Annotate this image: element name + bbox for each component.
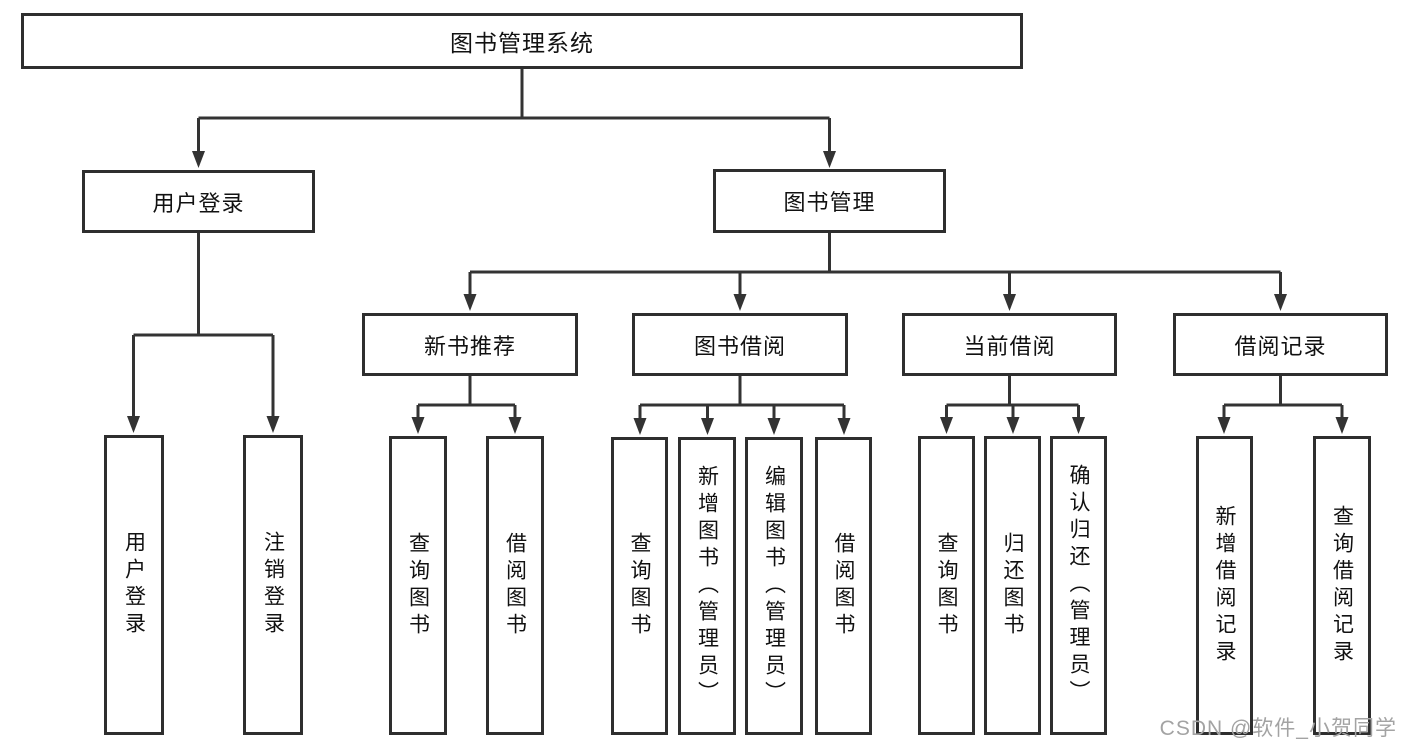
node-add-book-admin: 新增图书（管理员） bbox=[678, 437, 736, 735]
node-logout: 注销登录 bbox=[243, 435, 303, 735]
node-user-login: 用户登录 bbox=[82, 170, 315, 233]
node-borrow-records: 借阅记录 bbox=[1173, 313, 1388, 376]
node-user-login-leaf: 用户登录 bbox=[104, 435, 164, 735]
node-borrow-records-label: 借阅记录 bbox=[1234, 333, 1327, 359]
node-user-login-label: 用户登录 bbox=[152, 190, 245, 216]
node-root-label: 图书管理系统 bbox=[450, 30, 594, 56]
node-new-book-recommend-label: 新书推荐 bbox=[423, 333, 516, 359]
node-query-books-recommend: 查询图书 bbox=[389, 436, 447, 735]
node-confirm-return-admin: 确认归还（管理员） bbox=[1050, 436, 1107, 735]
node-book-mgmt-label: 图书管理 bbox=[783, 190, 876, 215]
node-borrow-books-leaf: 借阅图书 bbox=[815, 437, 872, 735]
node-add-borrow-record: 新增借阅记录 bbox=[1196, 436, 1253, 735]
node-root: 图书管理系统 bbox=[21, 13, 1023, 69]
csdn-watermark: CSDN @软件_小贺同学 bbox=[1159, 717, 1397, 740]
node-book-borrow: 图书借阅 bbox=[632, 313, 848, 376]
node-book-mgmt: 图书管理 bbox=[713, 169, 946, 233]
node-borrow-books-recommend: 借阅图书 bbox=[486, 436, 544, 735]
node-query-books-borrow: 查询图书 bbox=[611, 437, 668, 735]
node-current-borrow-label: 当前借阅 bbox=[963, 333, 1056, 359]
node-query-borrow-record: 查询借阅记录 bbox=[1313, 436, 1371, 735]
node-book-borrow-label: 图书借阅 bbox=[693, 333, 786, 359]
node-new-book-recommend: 新书推荐 bbox=[362, 313, 578, 376]
node-query-books-current: 查询图书 bbox=[918, 436, 975, 735]
node-edit-book-admin: 编辑图书（管理员） bbox=[745, 437, 803, 735]
node-return-book: 归还图书 bbox=[984, 436, 1041, 735]
node-current-borrow: 当前借阅 bbox=[902, 313, 1117, 376]
